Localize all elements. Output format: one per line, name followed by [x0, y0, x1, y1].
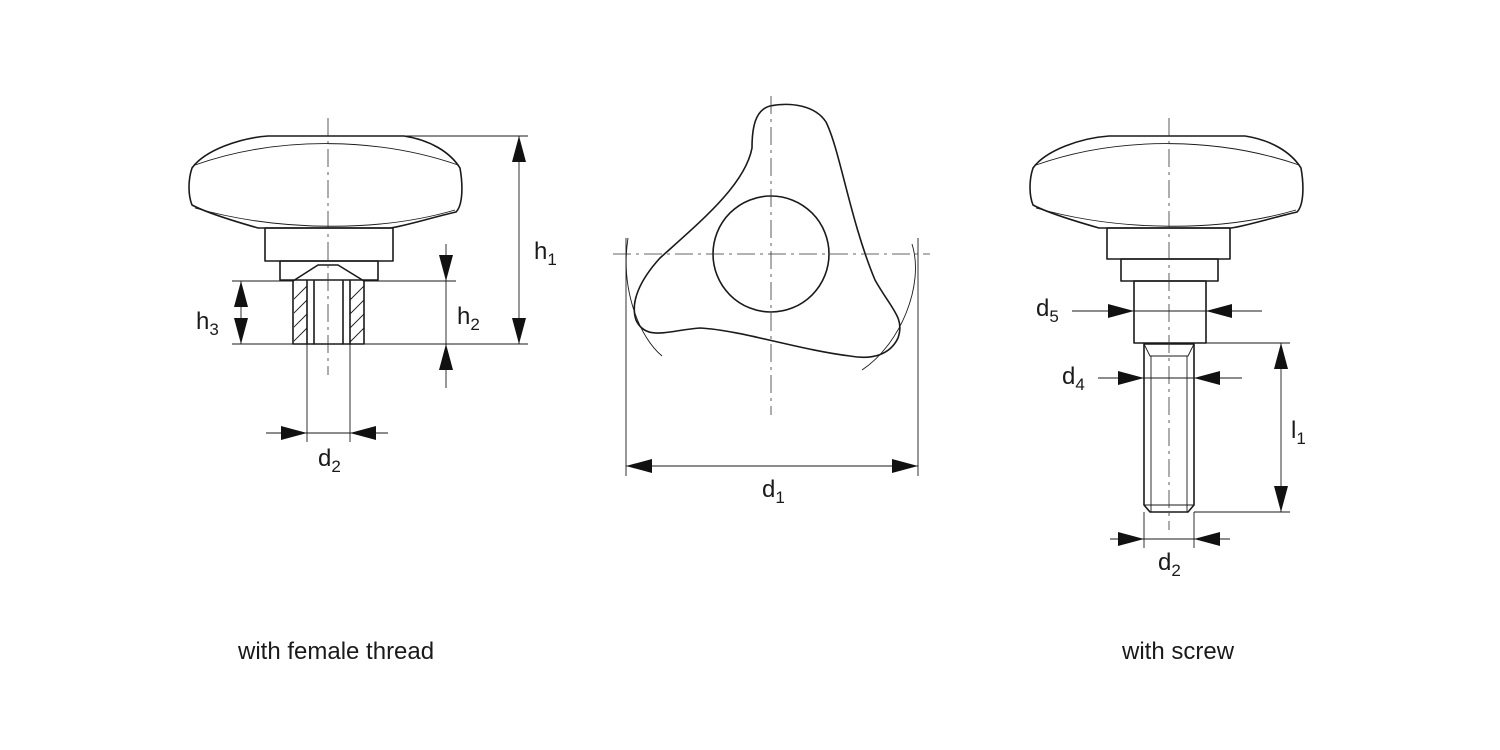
d5-arrow-right [1206, 304, 1232, 318]
l1-label: l1 [1291, 417, 1306, 448]
d2-arrow-left [281, 426, 307, 440]
threaded-insert [292, 264, 365, 345]
view-top: d1 [613, 96, 930, 507]
d1-arrow-left [626, 459, 652, 473]
caption-with-screw: with screw [1121, 638, 1235, 665]
head-bottom-curve [194, 207, 456, 227]
h2-label: h2 [457, 303, 480, 334]
head-bottom-curve-screw [1035, 207, 1297, 227]
l1-arrow-top [1274, 343, 1288, 369]
d4-label: d4 [1062, 363, 1085, 394]
h1-arrow-top [512, 136, 526, 162]
view-with-screw: d5 d4 l1 d2 with screw [1029, 118, 1306, 665]
knob-head-female [188, 135, 463, 229]
head-top-curve [194, 143, 459, 166]
caption-female-thread: with female thread [237, 638, 434, 665]
d1-label: d1 [762, 476, 785, 507]
d1-arrow-right [892, 459, 918, 473]
construction-arc-right [861, 243, 916, 371]
three-lobe-outline [633, 103, 901, 359]
d2-arrow-left-screw [1118, 532, 1144, 546]
d2-arrow-right [350, 426, 376, 440]
h3-arrow-top [234, 281, 248, 307]
h1-arrow-bottom [512, 318, 526, 344]
h1-label: h1 [534, 238, 557, 269]
d5-arrow-left [1108, 304, 1134, 318]
head-top-curve-screw [1035, 143, 1300, 166]
shank-d5 [1133, 280, 1207, 344]
d4-arrow-right [1194, 371, 1220, 385]
h2-arrow-bottom [439, 344, 453, 370]
d4-arrow-left [1118, 371, 1144, 385]
d5-label: d5 [1036, 295, 1059, 326]
h3-label: h3 [196, 308, 219, 339]
hub-lower [279, 260, 379, 281]
d2-arrow-right-screw [1194, 532, 1220, 546]
h2-arrow-top [439, 255, 453, 281]
h3-arrow-bottom [234, 318, 248, 344]
knob-head-screw [1029, 135, 1304, 229]
view-female-thread: h1 h2 h3 d2 with female thread [188, 118, 557, 665]
d2-label-female: d2 [318, 445, 341, 476]
screw-chamfer-top [1143, 343, 1195, 357]
hub-upper [264, 227, 394, 262]
construction-arc-left [625, 237, 663, 357]
hub-lower-screw [1120, 258, 1219, 282]
hub-upper-screw [1106, 227, 1231, 260]
l1-arrow-bottom [1274, 486, 1288, 512]
d2-label-screw: d2 [1158, 549, 1181, 580]
